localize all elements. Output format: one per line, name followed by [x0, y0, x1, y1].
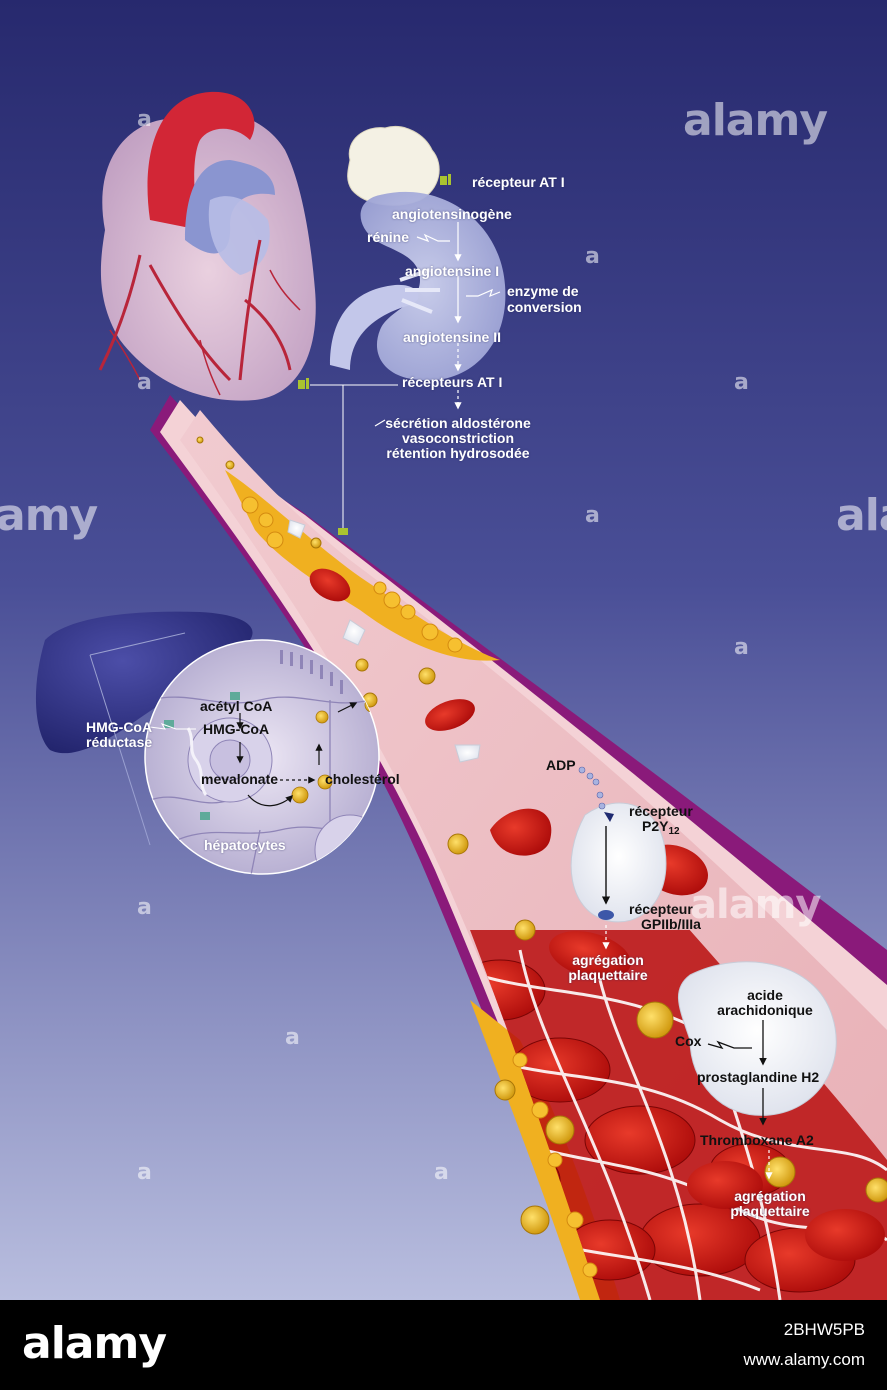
label-reductase-line2: réductase [86, 734, 153, 750]
label-gp-line2: GPIIb/IIIa [641, 916, 701, 932]
watermark-tile-2: a [585, 244, 600, 269]
heart [98, 91, 316, 401]
label-p2y12-name: P2Y [642, 818, 669, 834]
label-p2y12-line1: récepteur [629, 803, 693, 819]
adrenal-receptor [440, 174, 451, 185]
p2y12-receptor [604, 812, 614, 822]
watermark-tile-7: a [137, 895, 152, 920]
label-effect-aldosterone: sécrétion aldostérone [385, 415, 531, 431]
platelets [287, 519, 837, 1116]
label-adp: ADP [546, 757, 576, 773]
lipoproteins [196, 436, 887, 1235]
watermark-tile-5: a [585, 503, 600, 528]
label-gp-line1: récepteur [629, 901, 693, 917]
gp-receptor [598, 910, 614, 920]
label-cox: Cox [675, 1033, 702, 1049]
label-aggregation2-line1: agrégation [734, 1188, 806, 1204]
label-arachidonic-line2: arachidonique [717, 1002, 813, 1018]
label-effect-retention: rétention hydrosodée [386, 445, 530, 461]
footer-url: www.alamy.com [743, 1350, 865, 1369]
label-enzyme-line1: enzyme de [507, 283, 579, 299]
watermark-fragment-left: amy [0, 490, 98, 541]
label-acetyl-coa: acétyl CoA [200, 698, 273, 714]
adrenal-gland [347, 126, 440, 206]
adp-molecules [578, 766, 606, 810]
label-hmg-coa: HMG-CoA [203, 721, 270, 737]
medical-illustration [0, 0, 887, 1300]
plaque-globules [241, 496, 598, 1278]
label-receptor-at1-top: récepteur AT I [472, 174, 565, 190]
label-aggregation1-line2: plaquettaire [568, 967, 648, 983]
watermark-fragment-right: ala [836, 490, 887, 541]
label-mevalonate: mevalonate [201, 771, 279, 787]
heart-receptor [298, 378, 309, 389]
label-angiotensinogen: angiotensinogène [392, 206, 512, 222]
red-blood-cells [309, 568, 885, 1261]
watermark-tile-3: a [137, 370, 152, 395]
label-p2y12-subscript: 12 [668, 826, 680, 837]
label-effect-vasoconstriction: vasoconstriction [401, 430, 515, 446]
label-cholesterol: cholestérol [325, 771, 400, 787]
watermark-tile-10: a [434, 1160, 449, 1185]
watermark-tile-1: a [137, 107, 152, 132]
label-p2y12-line2: P2Y12 [642, 819, 680, 839]
watermark-tile-6: a [734, 635, 749, 660]
kidney [330, 191, 506, 381]
label-enzyme-line2: conversion [507, 299, 582, 315]
stock-footer-bar: alamy 2BHW5PB www.alamy.com [0, 1300, 887, 1390]
footer-logo: alamy [22, 1318, 167, 1369]
watermark-tile-9: a [137, 1160, 152, 1185]
label-hepatocytes: hépatocytes [204, 837, 286, 853]
watermark-logo-2: alamy [690, 882, 821, 928]
label-receptors-at1: récepteurs AT I [402, 374, 503, 390]
label-renin: rénine [367, 229, 410, 245]
label-angiotensin-2: angiotensine II [403, 329, 502, 345]
label-txa2: Thromboxane A2 [700, 1132, 814, 1148]
watermark-logo: alamy [683, 95, 828, 146]
watermark-tile-8: a [285, 1025, 300, 1050]
liver [35, 611, 253, 754]
label-aggregation2-line2: plaquettaire [730, 1203, 810, 1219]
label-pgh2: prostaglandine H2 [697, 1069, 820, 1085]
footer-image-id: 2BHW5PB [783, 1320, 865, 1339]
watermark-tile-4: a [734, 370, 749, 395]
label-angiotensin-1: angiotensine I [405, 263, 500, 279]
label-arachidonic-line1: acide [747, 987, 783, 1003]
label-aggregation1-line1: agrégation [572, 952, 644, 968]
label-reductase-line1: HMG-CoA [86, 719, 153, 735]
